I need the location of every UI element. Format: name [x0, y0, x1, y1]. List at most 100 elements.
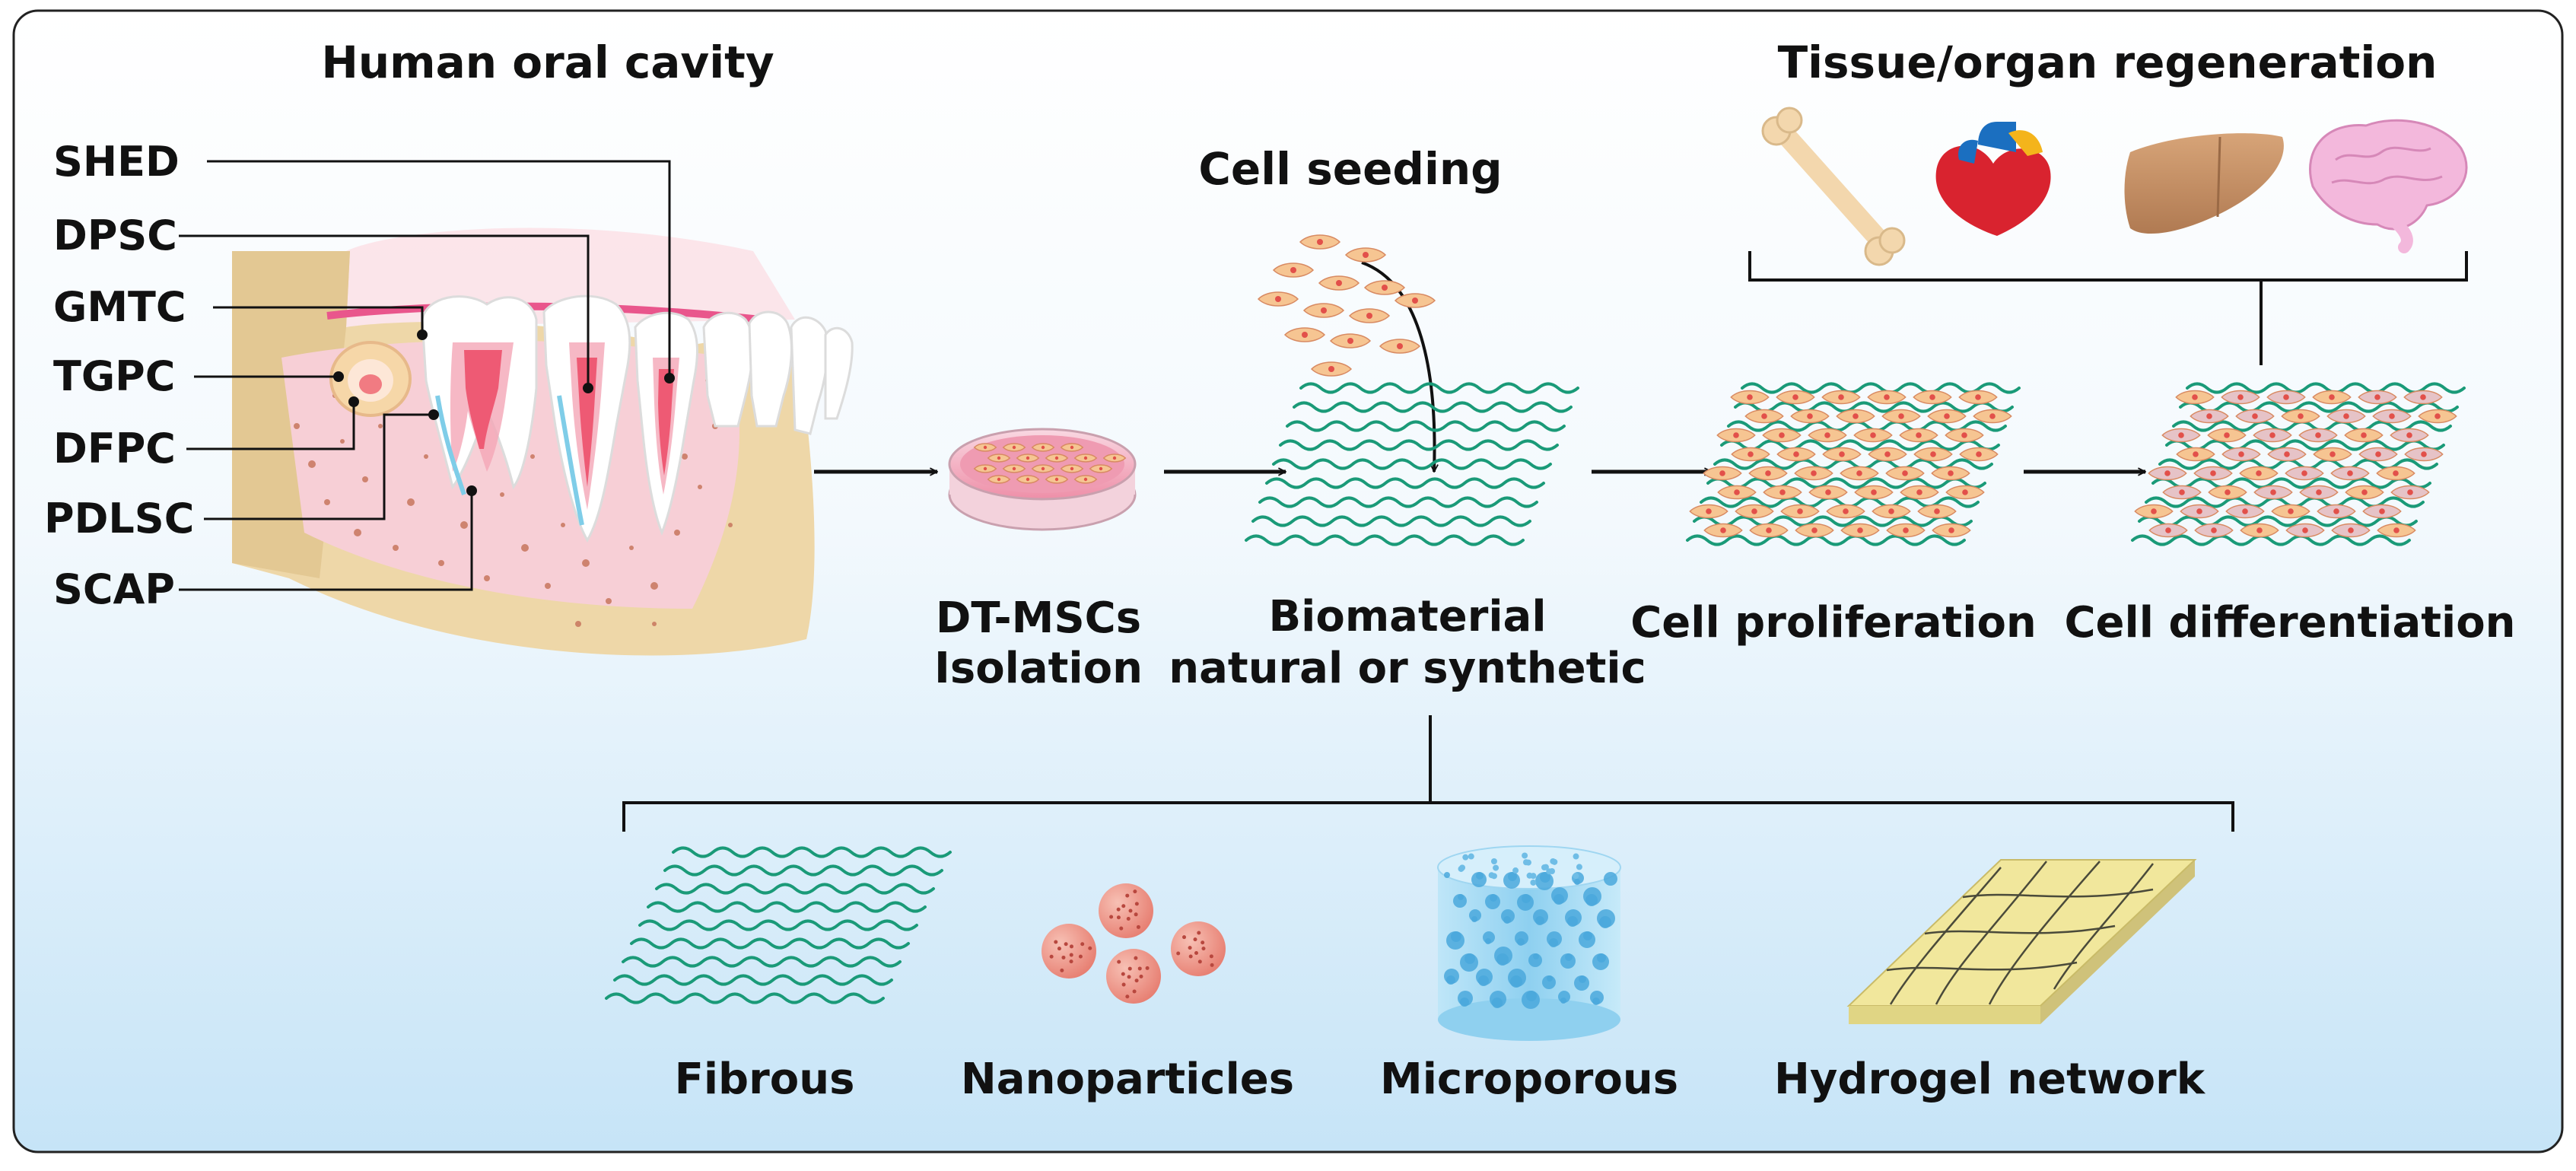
cell-nucleus [2165, 527, 2171, 533]
isolation-label-line2: Isolation [934, 644, 1143, 693]
particle-dot [1116, 907, 1121, 912]
particle-dot [1188, 946, 1192, 950]
cell-nucleus [1811, 470, 1817, 476]
fiber-strand [1265, 477, 1545, 489]
cell-nucleus [1112, 456, 1117, 460]
cell-nucleus [1916, 489, 1922, 495]
pore [1574, 879, 1580, 885]
cell-nucleus [1733, 432, 1739, 438]
fiber-strand [2165, 439, 2445, 451]
differentiation-label: Cell differentiation [2064, 598, 2516, 648]
cell-nucleus [1363, 252, 1369, 258]
cell-nucleus [1975, 394, 1981, 400]
cell-nucleus [1944, 413, 1950, 419]
cell-nucleus [2375, 451, 2381, 457]
cell-type-label: TGPC [53, 352, 176, 400]
particle-dot [1127, 966, 1132, 971]
cell-nucleus [2361, 489, 2368, 495]
fiber-strand [1286, 420, 1566, 432]
particle-dot [1134, 912, 1138, 917]
particle-dot [1209, 954, 1213, 959]
pore [1535, 916, 1544, 925]
pore [1530, 873, 1537, 880]
cell-nucleus [1871, 489, 1877, 495]
cell-type-label: GMTC [53, 283, 186, 331]
cell-nucleus [1857, 527, 1863, 533]
particle-dot [1197, 959, 1202, 964]
pore [1471, 916, 1477, 922]
pore [1490, 858, 1497, 864]
cell-nucleus [2179, 489, 2185, 495]
cell-nucleus [2178, 432, 2184, 438]
cell-nucleus [1290, 267, 1296, 273]
pore [1548, 867, 1555, 874]
pore [1542, 975, 1556, 989]
cell-nucleus [1734, 489, 1740, 495]
cell-nucleus [1321, 307, 1327, 313]
cell-nucleus [1412, 298, 1418, 304]
pore [1522, 991, 1540, 1009]
scaffold-label-fibrous: Fibrous [674, 1055, 855, 1104]
pore [1493, 864, 1499, 871]
differentiation-cells [2134, 390, 2457, 538]
fiber-strand [1686, 534, 1966, 546]
pore [1599, 916, 1611, 928]
pore [1510, 975, 1522, 988]
cell-nucleus [1347, 338, 1353, 344]
proliferation-cells [1689, 390, 2012, 538]
cell-nucleus [1747, 394, 1753, 400]
cell-nucleus [1751, 508, 1757, 514]
particle-dot [1210, 963, 1214, 967]
fiber-strand [1272, 458, 1552, 470]
heart-icon [1935, 122, 2051, 236]
proliferation-label: Cell proliferation [1630, 598, 2037, 648]
pore [1604, 872, 1617, 886]
pore [1503, 916, 1511, 924]
particle-dot [1137, 966, 1142, 971]
cell-nucleus [1903, 527, 1909, 533]
particle-dot [1201, 947, 1206, 951]
cell-nucleus [1012, 466, 1016, 471]
cell-nucleus [2329, 394, 2335, 400]
pore [1444, 872, 1450, 878]
cell-nucleus [2196, 508, 2202, 514]
pore [1522, 852, 1528, 859]
particle-dot [1134, 956, 1138, 960]
seeding-cells [1257, 234, 1436, 377]
pore [1446, 975, 1455, 985]
cell-nucleus [1720, 527, 1726, 533]
fiber-strand [1245, 534, 1525, 546]
pore [1585, 894, 1598, 906]
particle-dot [1121, 972, 1125, 976]
fiber-strand [663, 864, 943, 877]
cell-nucleus [1976, 451, 1982, 457]
cell-nucleus [2379, 508, 2385, 514]
cell-nucleus [2347, 470, 2353, 476]
pore [1471, 872, 1487, 887]
particle-dot [1069, 944, 1073, 949]
particle-dot [1197, 931, 1201, 935]
cell-nucleus [2434, 413, 2441, 419]
cell-nucleus [1012, 445, 1016, 450]
cell-nucleus [2374, 394, 2380, 400]
pore [1453, 894, 1467, 908]
proliferation-fibers [1686, 382, 2021, 546]
particle-dot [1176, 951, 1181, 956]
cell-nucleus [2164, 470, 2171, 476]
cell-nucleus [2288, 508, 2294, 514]
cell-nucleus [2211, 527, 2217, 533]
pore [1579, 931, 1595, 948]
fiber-strand [638, 919, 918, 931]
cell-nucleus [2420, 394, 2426, 400]
particle-dot [1119, 926, 1124, 931]
particle-dot [1080, 942, 1085, 947]
brain-icon [2309, 119, 2468, 253]
cell-nucleus [1041, 466, 1045, 471]
scaffold-label-microporous: Microporous [1379, 1055, 1679, 1104]
particle-dot [1109, 915, 1114, 919]
pore [1560, 953, 1576, 969]
pore [1528, 953, 1542, 967]
cell-nucleus [1839, 451, 1845, 457]
particle-dot [1136, 924, 1140, 929]
fiber-strand [1720, 439, 2000, 451]
